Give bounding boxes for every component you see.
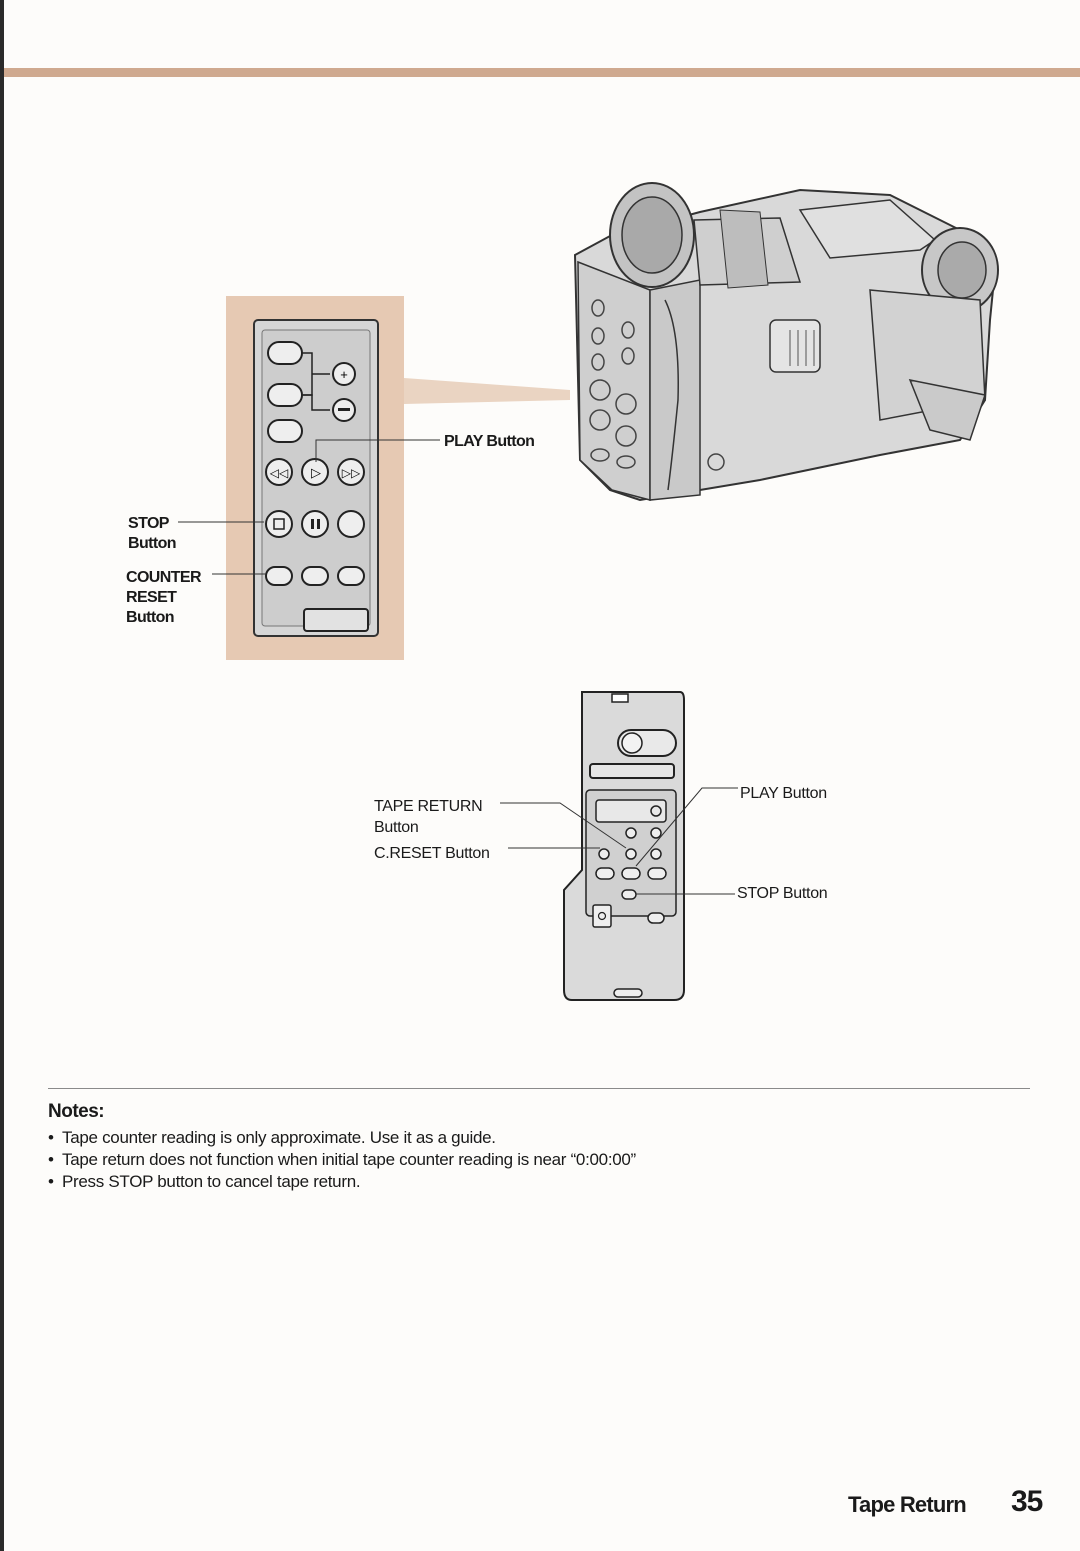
notes-heading: Notes: [48,1101,105,1122]
remote-tape-return-label: TAPE RETURN [374,798,483,815]
page-number: 35 [1011,1485,1043,1518]
page-edge [0,0,4,1551]
bullet-icon: • [48,1128,54,1147]
bullet-icon: • [48,1172,54,1191]
camcorder-play-button-label: PLAY Button [444,433,535,450]
remote-control-illustration [500,691,738,1001]
note-item: •Tape counter reading is only approximat… [48,1128,496,1147]
svg-text:▷▷: ▷▷ [342,466,361,480]
bullet-icon: • [48,1150,54,1169]
remote-tape-return-button-label: Button [374,819,419,836]
notes-list: •Tape counter reading is only approximat… [48,1127,636,1193]
camcorder-counter-label: COUNTER [126,569,202,586]
note-item: •Press STOP button to cancel tape return… [48,1172,361,1191]
camcorder-counter-reset-button-label: Button [126,609,175,626]
camcorder-reset-label: RESET [126,589,177,606]
remote-creset-label: C.RESET Button [374,845,490,862]
svg-text:+: + [340,367,348,382]
note-item: •Tape return does not function when init… [48,1150,636,1169]
camcorder-stop-label-button: Button [128,535,177,552]
notes-divider [48,1088,1030,1089]
camcorder-illustration [573,182,999,502]
camcorder-stop-label: STOP [128,515,169,532]
svg-text:◁◁: ◁◁ [270,466,289,480]
remote-play-label: PLAY Button [740,785,827,802]
svg-text:▷: ▷ [311,465,321,480]
page-title: Tape Return [848,1492,967,1517]
header-rule [4,68,1080,77]
camcorder-control-panel: + ◁◁ ▷ ▷▷ [178,296,570,660]
remote-stop-label: STOP Button [737,885,828,902]
